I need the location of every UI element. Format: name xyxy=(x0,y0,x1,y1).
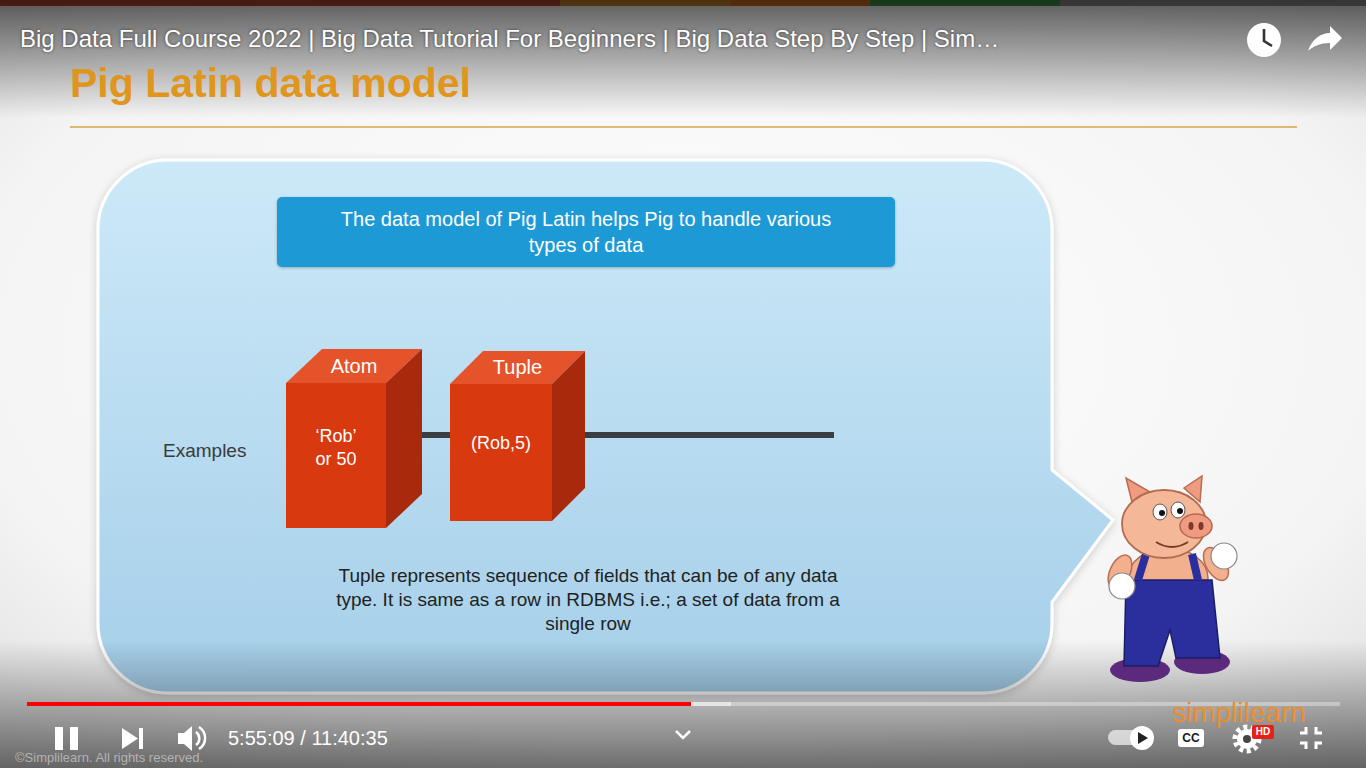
autoplay-toggle xyxy=(1130,726,1154,750)
next-icon xyxy=(139,728,143,749)
share-icon xyxy=(1308,26,1342,51)
block-value: ‘Rob’ or 50 xyxy=(308,425,364,471)
fullscreen-exit-icon xyxy=(1316,743,1322,749)
autoplay-toggle xyxy=(1138,732,1148,744)
pig-mascot xyxy=(1184,476,1202,502)
pig-mascot xyxy=(1109,573,1135,599)
colour-strip xyxy=(1060,0,1366,6)
block-front-face xyxy=(286,383,386,528)
pig-mascot xyxy=(1198,543,1233,584)
colour-strip xyxy=(560,0,730,6)
colour-strip xyxy=(730,0,870,6)
speech-bubble: The data model of Pig Latin helps Pig to… xyxy=(98,160,1052,693)
fullscreen-exit-icon xyxy=(1316,727,1322,733)
pig-mascot xyxy=(1110,658,1170,682)
pig-mascot xyxy=(1199,522,1204,530)
pig-mascot xyxy=(1211,543,1237,569)
colour-strip xyxy=(0,0,1366,6)
pig-mascot xyxy=(1159,510,1165,516)
progress-bar xyxy=(27,702,691,706)
fullscreen-exit-icon xyxy=(1300,727,1322,749)
progress-bar xyxy=(27,702,1340,706)
settings-icon xyxy=(1235,725,1274,751)
pig-mascot xyxy=(1103,476,1237,682)
pig-mascot xyxy=(1153,504,1167,520)
colour-strip xyxy=(0,0,560,6)
pig-mascot xyxy=(1122,490,1206,558)
volume-icon xyxy=(196,732,199,745)
block-side-face xyxy=(386,349,422,528)
settings-icon xyxy=(1243,735,1251,743)
pig-mascot xyxy=(1128,548,1208,608)
top-shade xyxy=(0,0,1366,118)
pig-mascot xyxy=(1156,542,1188,547)
block-front-face xyxy=(450,384,552,521)
bubble-outline xyxy=(98,160,1113,693)
settings-icon xyxy=(1235,727,1259,751)
next-icon xyxy=(122,728,143,749)
next-icon xyxy=(122,728,138,749)
colour-strip xyxy=(870,0,1060,6)
pig-mascot xyxy=(1124,580,1220,666)
pause-icon xyxy=(55,727,78,750)
watch-later-icon xyxy=(1247,23,1281,57)
pig-mascot xyxy=(1171,502,1185,518)
info-banner: The data model of Pig Latin helps Pig to… xyxy=(277,197,895,267)
pig-mascot xyxy=(1177,508,1183,514)
pig-mascot xyxy=(1174,650,1230,674)
data-type-block: Atom‘Rob’ or 50 xyxy=(286,383,386,528)
block-value: (Rob,5) xyxy=(471,432,531,455)
data-type-block: Tuple(Rob,5) xyxy=(450,384,552,521)
timeline-extension xyxy=(570,432,834,438)
settings-icon xyxy=(1237,729,1257,749)
progress-bar xyxy=(27,702,1340,706)
title-rule xyxy=(70,126,1297,128)
slide-title: Pig Latin data model xyxy=(70,60,471,107)
time-display: 5:55:09 / 11:40:35 xyxy=(228,727,388,750)
pig-mascot xyxy=(1180,514,1212,538)
bottom-shade xyxy=(0,640,1366,768)
pig-mascot xyxy=(1126,478,1150,502)
pig-mascot xyxy=(1138,554,1198,580)
block-heading: Atom xyxy=(304,349,404,383)
chevron-icon xyxy=(676,731,690,738)
block-side-face xyxy=(552,351,585,521)
pig-mascot xyxy=(1103,551,1136,592)
description-text: Tuple represents sequence of fields that… xyxy=(318,564,858,636)
volume-icon xyxy=(178,726,192,751)
examples-label: Examples xyxy=(163,440,246,462)
volume-icon xyxy=(178,726,205,751)
pause-icon xyxy=(70,727,78,750)
watch-later-icon xyxy=(1264,29,1272,46)
captions-icon xyxy=(1178,729,1204,747)
captions-text: CC xyxy=(1178,729,1204,747)
watch-later-icon xyxy=(1247,23,1281,57)
video-title: Big Data Full Course 2022 | Big Data Tut… xyxy=(20,25,999,53)
autoplay-toggle xyxy=(1108,730,1140,745)
pause-icon xyxy=(55,727,63,750)
banner-text: The data model of Pig Latin helps Pig to… xyxy=(331,206,841,258)
autoplay-toggle xyxy=(1108,726,1154,750)
pig-mascot xyxy=(1189,522,1194,530)
fullscreen-exit-icon xyxy=(1300,743,1306,749)
block-heading: Tuple xyxy=(467,351,569,384)
copyright-note: ©Simplilearn. All rights reserved. xyxy=(15,750,203,765)
brand-logo: simplilearn xyxy=(1172,697,1306,729)
progress-bar xyxy=(691,702,731,706)
volume-icon xyxy=(199,727,205,749)
